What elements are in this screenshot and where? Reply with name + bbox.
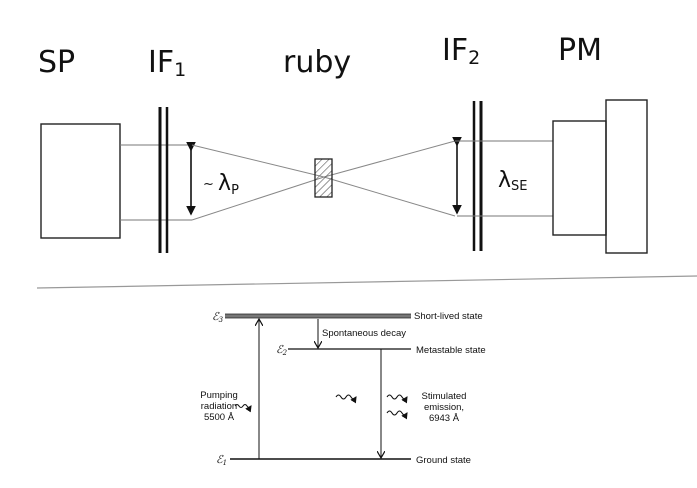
level-e3-name: Short-lived state [414,311,483,322]
pumping-label-line-2: radiation [201,401,237,412]
emitted-photon-wave-icon-2 [386,410,408,420]
label-filter-1: IF1 [148,45,186,81]
setup-labels: SP IF1 ruby IF2 PM [38,33,602,81]
label-pump-wavelength: ~ λP [203,171,239,198]
emission-label-line-3: 6943 Å [429,413,460,424]
label-emission-wavelength: λSE [498,168,528,194]
pumping-label-line-3: 5500 Å [204,412,235,423]
ruby-crystal [314,158,333,198]
energy-level-diagram: ℰ3 Short-lived state ℰ2 Metastable state… [200,310,485,467]
level-e1-name: Ground state [416,455,471,466]
incoming-photon-wave-icon [335,394,357,404]
level-e3-band [225,314,411,318]
level-e2-name: Metastable state [416,345,486,356]
pumping-photon-wave-icon [234,403,252,413]
photomultiplier-front [552,120,607,236]
level-e1-label: ℰ1 [216,453,227,467]
level-e3-label: ℰ3 [212,310,224,324]
emission-label-line-2: emission, [424,402,464,413]
spectrometer-box [40,123,121,239]
interference-filter-2 [472,101,483,251]
photomultiplier-body [605,99,648,254]
label-filter-2: IF2 [442,33,480,69]
label-photomultiplier: PM [558,33,602,68]
label-ruby: ruby [283,45,351,80]
emitted-photon-wave-icon [386,394,408,404]
emission-label-line-1: Stimulated [422,391,467,402]
interference-filter-1 [158,107,169,253]
spontaneous-decay-label: Spontaneous decay [322,328,406,339]
focused-beam [191,140,456,221]
label-source: SP [38,45,75,80]
section-divider [36,275,697,289]
pumping-label-line-1: Pumping [200,390,238,401]
level-e2-label: ℰ2 [276,343,288,357]
